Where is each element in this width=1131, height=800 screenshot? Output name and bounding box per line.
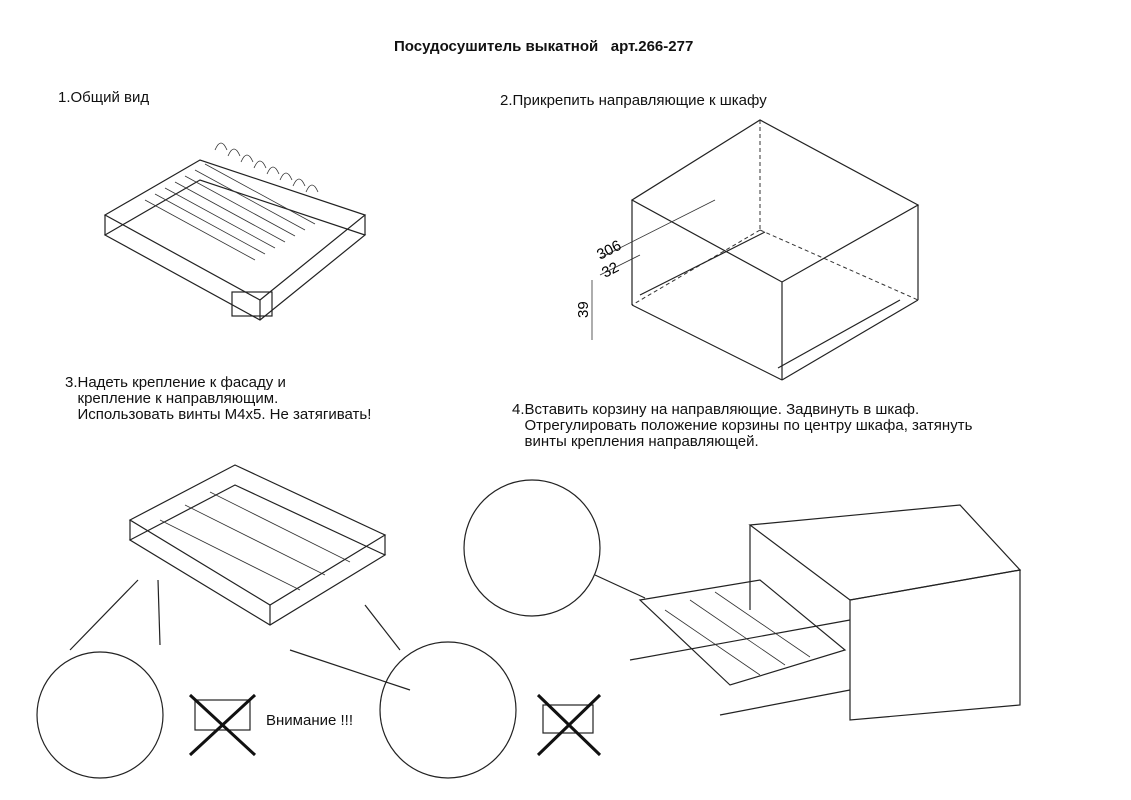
runner-clip bbox=[231, 291, 273, 317]
step-3-caption: 3.Надеть крепление к фасаду и крепление … bbox=[65, 374, 372, 423]
wrong-mount-left bbox=[188, 693, 257, 757]
step-4-caption: 4.Вставить корзину на направляющие. Задв… bbox=[512, 401, 973, 450]
plate-rack-wires bbox=[144, 142, 319, 261]
detail-circle-left bbox=[36, 651, 164, 779]
dimension-32: 32 bbox=[599, 259, 622, 282]
basket-in-cabinet bbox=[629, 504, 1022, 721]
page-title: Посудосушитель выкатной арт.266-277 bbox=[394, 38, 694, 55]
detail-circle-right bbox=[379, 641, 517, 779]
wrong-mount-right bbox=[536, 693, 602, 757]
basket-mounting-view bbox=[69, 464, 411, 691]
cabinet-with-guides bbox=[591, 119, 920, 381]
step-2-caption: 2.Прикрепить направляющие к шкафу bbox=[500, 92, 767, 109]
step-1-caption: 1.Общий вид bbox=[58, 89, 150, 106]
warning-label: Внимание !!! bbox=[266, 712, 353, 729]
left-guide-rail bbox=[639, 231, 766, 296]
dimension-39: 39 bbox=[575, 301, 592, 318]
basket-general-view bbox=[103, 142, 367, 321]
right-guide-rail bbox=[777, 299, 901, 369]
detail-circle-step4 bbox=[463, 479, 601, 617]
dimension-306: 306 bbox=[594, 237, 624, 264]
